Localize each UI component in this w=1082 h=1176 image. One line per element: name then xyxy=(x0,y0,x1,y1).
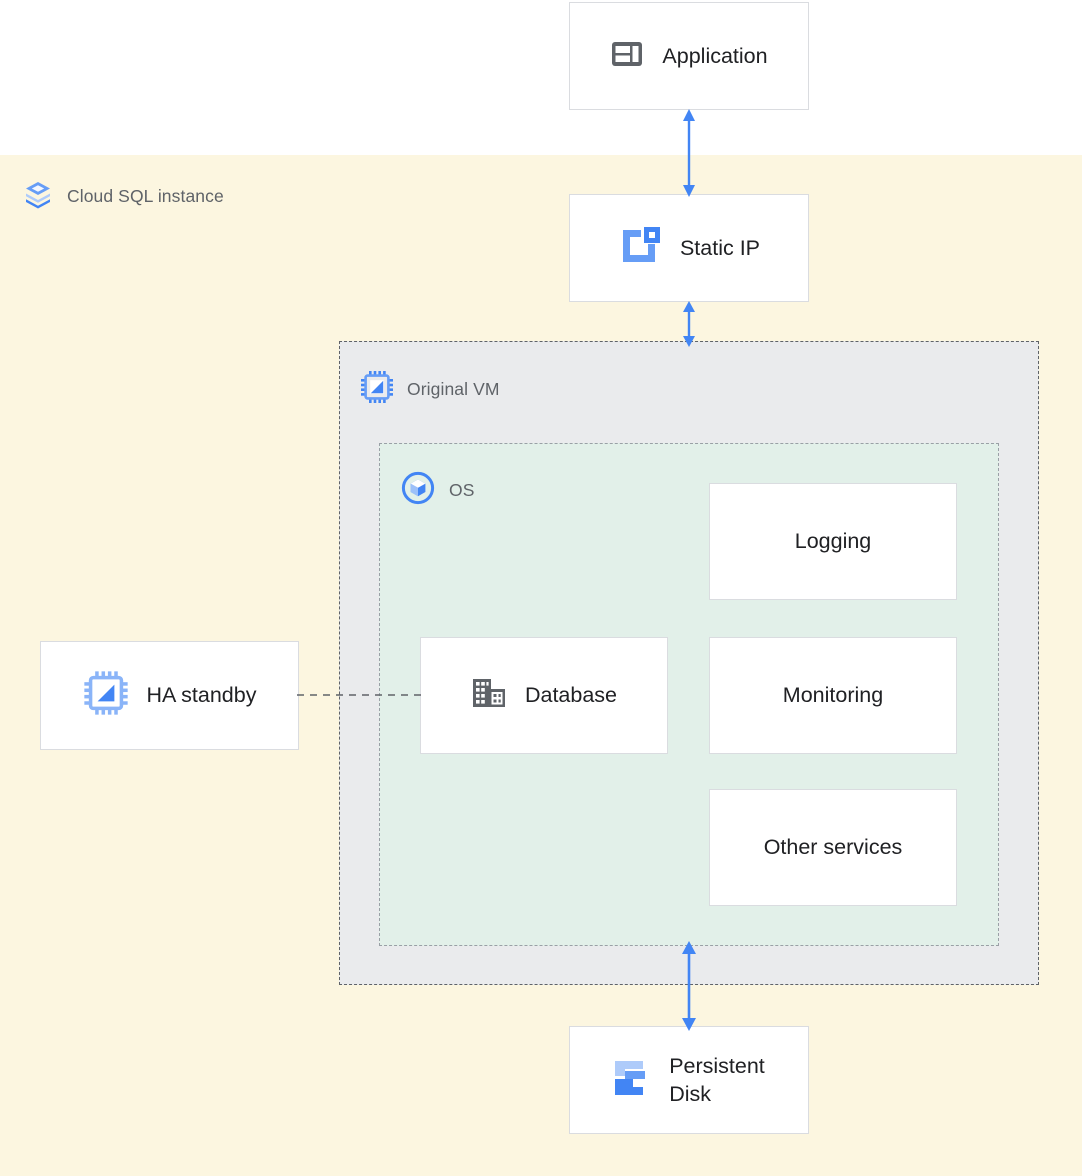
node-label: Static IP xyxy=(679,235,761,260)
database-building-icon xyxy=(471,676,507,715)
cloud-sql-icon xyxy=(22,178,54,215)
ha-chip-icon xyxy=(83,670,129,721)
application-window-icon xyxy=(610,37,644,76)
region-label-os: OS xyxy=(400,470,475,511)
node-application[interactable]: Application xyxy=(569,2,809,110)
region-label-text: OS xyxy=(449,480,475,500)
node-other-services[interactable]: Other services xyxy=(709,789,957,906)
region-label-text: Original VM xyxy=(407,379,500,399)
persistent-disk-icon xyxy=(613,1057,651,1104)
node-database[interactable]: Database xyxy=(420,637,668,754)
node-label: Persistent Disk xyxy=(669,1053,765,1106)
node-label: HA standby xyxy=(146,683,257,708)
node-label: Database xyxy=(524,683,618,708)
node-persistent-disk[interactable]: Persistent Disk xyxy=(569,1026,809,1134)
node-ha-standby[interactable]: HA standby xyxy=(40,641,299,750)
node-label: Logging xyxy=(794,529,872,554)
connector-application-to-static-ip xyxy=(683,109,695,197)
os-circle-cube-icon xyxy=(400,470,436,511)
region-label-text: Cloud SQL instance xyxy=(67,186,224,206)
node-label: Other services xyxy=(763,835,903,860)
node-label: Monitoring xyxy=(782,683,884,708)
node-label: Application xyxy=(662,43,768,68)
region-label-cloud-sql-instance: Cloud SQL instance xyxy=(22,178,224,215)
node-logging[interactable]: Logging xyxy=(709,483,957,600)
region-label-original-vm: Original VM xyxy=(360,370,500,409)
node-static-ip[interactable]: Static IP xyxy=(569,194,809,302)
node-monitoring[interactable]: Monitoring xyxy=(709,637,957,754)
vm-chip-icon xyxy=(360,370,394,409)
static-ip-icon xyxy=(618,225,662,272)
connector-static-ip-to-original-vm xyxy=(683,301,695,347)
connector-os-to-persistent-disk xyxy=(682,941,696,1031)
connector-ha-standby-to-database xyxy=(297,694,423,696)
